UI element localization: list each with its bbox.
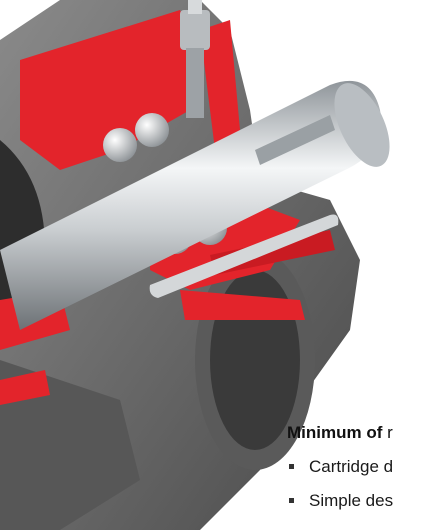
feature-item: Cartridge d xyxy=(287,456,435,478)
shaft xyxy=(0,80,390,330)
caption-heading-rest: r xyxy=(387,423,393,442)
locking-pin xyxy=(149,214,339,298)
caption: Minimum of r Cartridge d Simple des xyxy=(287,422,435,524)
feature-item: Simple des xyxy=(287,490,435,512)
grease-fitting xyxy=(180,0,210,118)
feature-list: Cartridge d Simple des xyxy=(287,456,435,512)
caption-heading-bold: Minimum of xyxy=(287,423,383,442)
caption-heading: Minimum of r xyxy=(287,422,435,444)
